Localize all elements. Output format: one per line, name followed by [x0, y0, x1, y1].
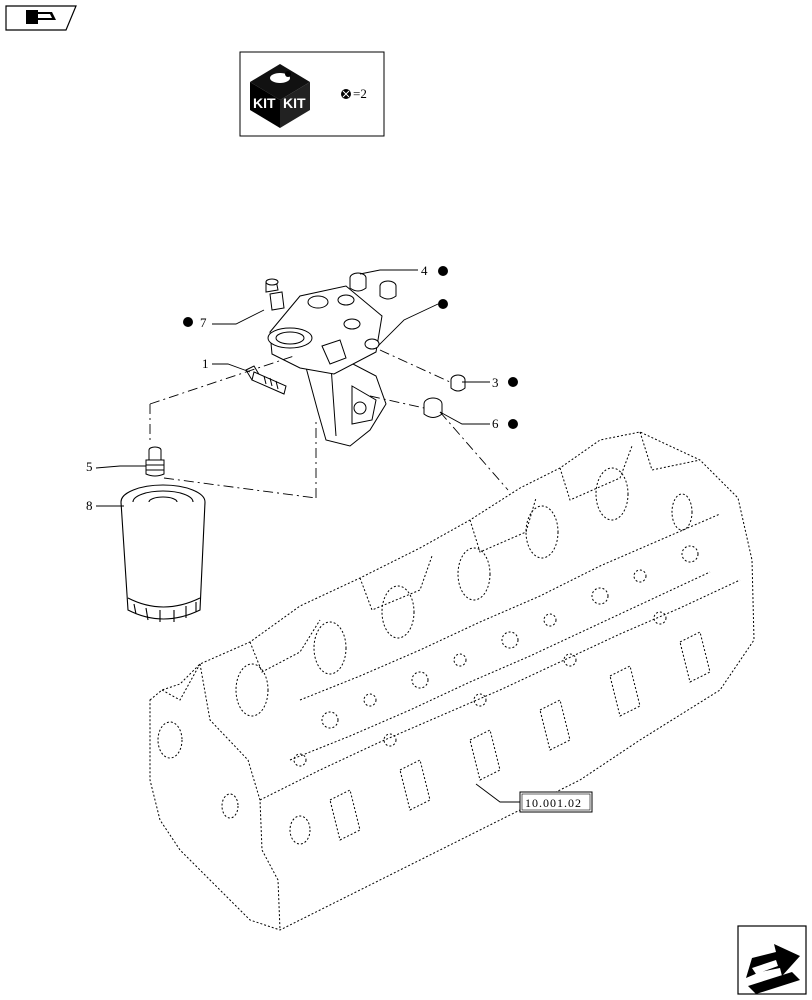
- kit-marker-icon: [438, 266, 448, 276]
- prev-page-button[interactable]: [5, 5, 77, 31]
- reference-label: 10.001.02: [525, 796, 582, 810]
- bolt-part: [245, 365, 287, 395]
- callout-8: 8: [86, 498, 93, 513]
- callout-4: 4: [421, 263, 428, 278]
- kit-legend-box: KIT KIT =2: [239, 51, 385, 137]
- plug-part-4: [349, 272, 397, 300]
- callout-3: 3: [492, 375, 499, 390]
- callout-1: 1: [202, 356, 209, 371]
- alignment-lines: [149, 349, 509, 499]
- callout-5: 5: [86, 459, 93, 474]
- filter-head-assembly: [265, 278, 387, 447]
- kit-marker-icon: [341, 89, 351, 99]
- callout-7: 7: [200, 315, 207, 330]
- next-page-button[interactable]: [737, 925, 807, 995]
- kit-legend-text: =2: [353, 86, 367, 101]
- kit-marker-icon: [438, 299, 448, 309]
- nipple-part: [145, 446, 165, 477]
- oil-filter-part: [120, 484, 206, 622]
- callout-leaders: [95, 269, 520, 803]
- kit-marker-icon: [508, 419, 518, 429]
- plug-part-3: [450, 374, 466, 392]
- kit-label-left: KIT: [253, 95, 276, 111]
- kit-marker-icon: [183, 317, 193, 327]
- plug-part-6: [423, 397, 443, 418]
- callout-6: 6: [492, 416, 499, 431]
- kit-label-right: KIT: [283, 95, 306, 111]
- kit-marker-icon: [508, 377, 518, 387]
- kit-box-icon: KIT KIT: [250, 64, 310, 128]
- back-arrow-icon: [26, 10, 56, 24]
- reference-link[interactable]: 10.001.02: [519, 791, 593, 813]
- forward-arrow-icon: [746, 944, 800, 994]
- cylinder-head-part: [149, 431, 755, 931]
